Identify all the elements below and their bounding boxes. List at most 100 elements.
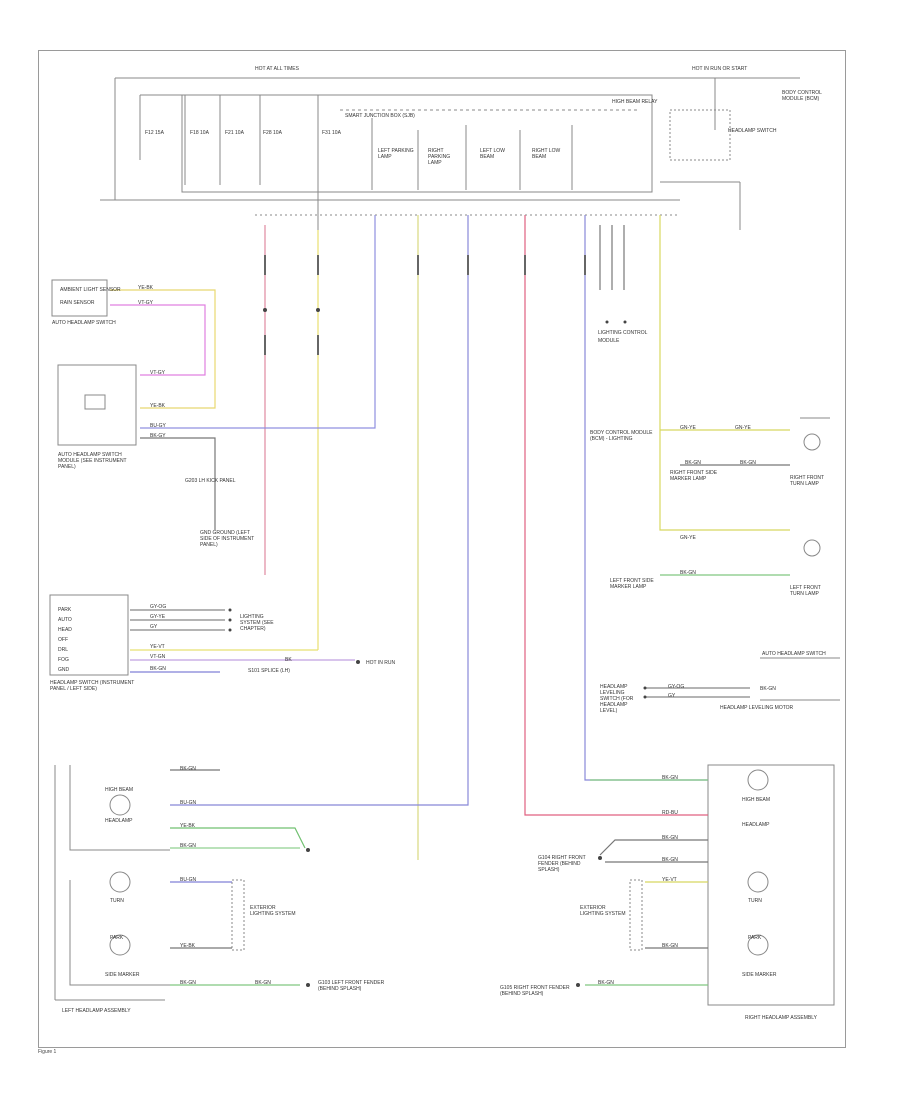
splice-dot	[306, 848, 310, 852]
center-connector: LIGHTING CONTROL	[598, 330, 648, 336]
lf-marker-lamp	[803, 539, 821, 557]
splice-dot	[228, 628, 232, 632]
splice-dot	[643, 695, 647, 699]
fuse-label: F28 10A	[263, 130, 282, 136]
right-lamp-label: RIGHT FRONT TURN LAMP	[790, 475, 824, 487]
fuse-box-label: SMART JUNCTION BOX (SJB)	[345, 113, 415, 119]
wire-label: YE-BK	[180, 943, 196, 949]
wire-black-1	[140, 437, 216, 530]
rh-assembly-outline	[707, 764, 835, 1006]
sensor-label: RAIN SENSOR	[60, 300, 95, 306]
right-side-label: LEFT FRONT SIDE MARKER LAMP	[610, 578, 654, 590]
lh-high-beam-lamp	[109, 794, 131, 816]
wire-label: YE-BK	[138, 285, 154, 291]
switch-pin: DRL	[58, 647, 69, 653]
lamp-label: PARK	[748, 935, 762, 941]
lh-connector	[231, 879, 245, 951]
switch-side-label: HOT IN RUN	[366, 660, 396, 666]
right-side-label: RIGHT FRONT SIDE MARKER LAMP	[670, 470, 718, 482]
rh-park-lamp	[747, 934, 769, 956]
splice-dot	[605, 320, 609, 324]
wire-label: YE-VT	[662, 877, 677, 883]
wire-label: BK-GN	[685, 460, 701, 466]
rh-assembly-title: RIGHT HEADLAMP ASSEMBLY	[745, 1015, 817, 1021]
wire-blue-1	[140, 215, 376, 429]
right-switch-caption: HEADLAMP LEVELING SWITCH (FOR HEADLAMP L…	[600, 684, 634, 714]
splice-dot	[623, 320, 627, 324]
lh-ground-label: G103 LEFT FRONT FENDER (BEHIND SPLASH)	[318, 980, 385, 992]
splice-dot	[316, 308, 320, 312]
lamp-label: HIGH BEAM	[742, 797, 771, 803]
lamp-label: SIDE MARKER	[105, 972, 140, 978]
switch-box	[669, 109, 731, 161]
ground-label: G203 LH KICK PANEL	[185, 478, 236, 484]
rf-marker-lamp	[803, 433, 821, 451]
wire-label: BU-GN	[180, 800, 197, 806]
headlamp-switch-label: HEADLAMP SWITCH	[728, 128, 777, 134]
splice-dot	[228, 608, 232, 612]
lamp-label: TURN	[110, 898, 124, 904]
relay-output: LEFT LOW BEAM	[480, 148, 505, 160]
center-connector: MODULE	[598, 338, 620, 344]
lh-connector-label: EXTERIOR LIGHTING SYSTEM	[250, 905, 296, 917]
wire-label: GY-OG	[668, 684, 685, 690]
splice-dot	[228, 618, 232, 622]
lamp-label: SIDE MARKER	[742, 972, 777, 978]
splice-dot	[598, 856, 602, 860]
wire-label: GY-OG	[150, 604, 167, 610]
switch-pin: OFF	[58, 637, 68, 643]
splice-dot	[263, 308, 267, 312]
wire-label: BU-GN	[180, 877, 197, 883]
rh-connector	[629, 879, 643, 951]
wire-magenta-1	[110, 304, 206, 376]
wire-label: BK-GN	[760, 686, 776, 692]
lh-park-lamp	[109, 934, 131, 956]
wire-label: BK-GN	[662, 943, 678, 949]
wire-yellow-5	[110, 289, 216, 409]
rh-turn-lamp	[747, 871, 769, 893]
switch-pin: FOG	[58, 657, 69, 663]
figure-footer: Figure 1	[38, 1049, 57, 1055]
wire-yellow-3	[659, 215, 790, 531]
wire-label: RD-BU	[662, 810, 678, 816]
bcm-label: BODY CONTROL MODULE (BCM)	[782, 90, 822, 102]
rh-connector-label: EXTERIOR LIGHTING SYSTEM	[580, 905, 626, 917]
fuse-label: F31 10A	[322, 130, 341, 136]
switch-side-label: S101 SPLICE (LH)	[248, 668, 290, 674]
rh-ground-label: G104 RIGHT FRONT FENDER (BEHIND SPLASH)	[538, 855, 586, 873]
wire-black-3	[599, 839, 708, 856]
right-switch-title: AUTO HEADLAMP SWITCH	[762, 651, 826, 657]
sensor-box-1	[51, 279, 108, 317]
wire-label: BK-GY	[150, 433, 166, 439]
splice-dot	[576, 983, 580, 987]
wire-label: BK-GN	[740, 460, 756, 466]
wire-label: BK-GN	[180, 980, 196, 986]
wire-label: BU-GY	[150, 423, 166, 429]
sensor-label: AUTO HEADLAMP SWITCH	[52, 320, 116, 326]
wire-red-right	[524, 215, 708, 816]
wire-label: GN-YE	[735, 425, 751, 431]
wire-label: YE-VT	[150, 644, 165, 650]
wire-label: GN-YE	[680, 425, 696, 431]
right-side-label: HEADLAMP LEVELING MOTOR	[720, 705, 794, 711]
wire-label: BK-GN	[598, 980, 614, 986]
wire-label: VT-GY	[150, 370, 166, 376]
fuse-label: F21 10A	[225, 130, 244, 136]
right-side-label: BODY CONTROL MODULE (BCM) - LIGHTING	[590, 430, 653, 442]
relay-output: LEFT PARKING LAMP	[378, 148, 414, 160]
wire-label: BK-GN	[662, 775, 678, 781]
sensor-element	[84, 394, 106, 410]
wire-label: BK-GN	[180, 843, 196, 849]
wire-label: BK-GN	[180, 766, 196, 772]
relay-output: RIGHT LOW BEAM	[532, 148, 561, 160]
wire-label: YE-BK	[180, 823, 196, 829]
wire-label: BK-GN	[662, 835, 678, 841]
switch-side-label: LIGHTING SYSTEM (SEE CHAPTER)	[240, 614, 274, 632]
wire-label: GY	[668, 693, 676, 699]
switch-pin: PARK	[58, 607, 72, 613]
wire-blue-2	[170, 215, 469, 806]
rh-high-beam-lamp	[747, 769, 769, 791]
lh-assembly-title: LEFT HEADLAMP ASSEMBLY	[62, 1008, 131, 1014]
lamp-label: HEADLAMP	[742, 822, 770, 828]
lamp-label: TURN	[748, 898, 762, 904]
